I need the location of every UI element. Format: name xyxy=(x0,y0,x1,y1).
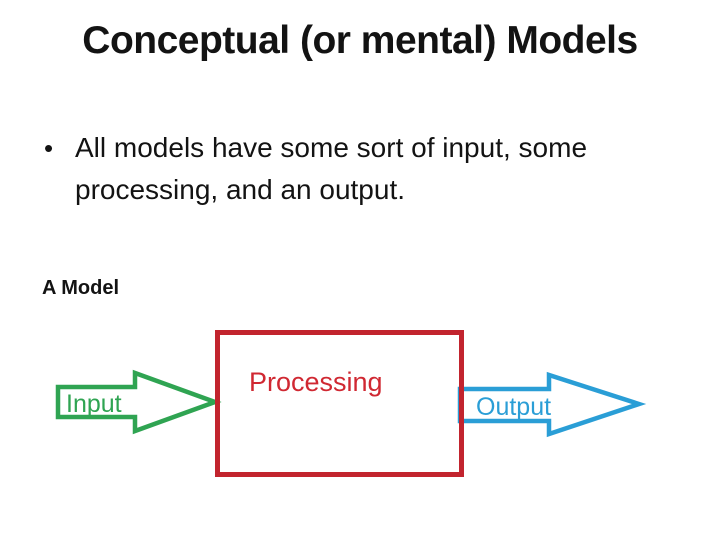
output-arrow-polygon xyxy=(457,371,647,438)
bullet-marker: • xyxy=(44,133,54,163)
bullet-text-line-2: processing, and an output. xyxy=(75,174,406,205)
slide-title: Conceptual (or mental) Models xyxy=(82,19,638,62)
bullet-text-line-1: All models have some sort of input, some xyxy=(75,132,588,163)
bullet-item: • All models have some sort of input, so… xyxy=(44,127,624,211)
model-diagram: Input Processing Output xyxy=(0,320,720,520)
input-arrow-shape xyxy=(55,369,222,435)
output-arrow-label: Output xyxy=(476,393,552,421)
processing-box-label: Processing xyxy=(249,367,383,397)
processing-box xyxy=(215,330,464,477)
input-arrow-polygon xyxy=(55,369,222,435)
model-caption: A Model xyxy=(42,277,120,299)
input-arrow-label: Input xyxy=(66,390,122,418)
output-arrow-shape xyxy=(457,371,647,438)
bullet-text: All models have some sort of input, some… xyxy=(75,127,587,211)
